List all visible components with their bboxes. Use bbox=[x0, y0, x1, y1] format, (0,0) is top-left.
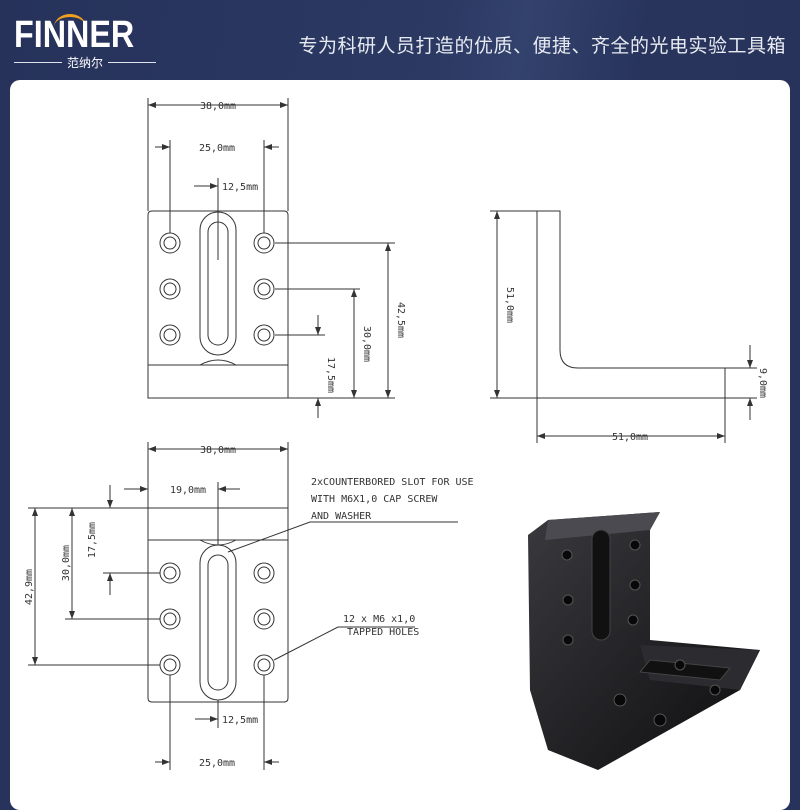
logo-arc-icon bbox=[54, 14, 86, 27]
header-banner: FINNER 范纳尔 专为科研人员打造的优质、便捷、齐全的光电实验工具箱 bbox=[0, 0, 800, 80]
dim-top-h1: 42,5mm bbox=[395, 302, 406, 338]
dim-bottom-h3: 17,5mm bbox=[87, 522, 98, 558]
logo-brand-cn: 范纳尔 bbox=[67, 56, 104, 70]
finner-logo: FINNER 范纳尔 bbox=[14, 14, 157, 71]
dim-top-hole-spacing: 25,0mm bbox=[199, 143, 235, 154]
dim-bottom-hole-spacing: 25,0mm bbox=[199, 758, 235, 769]
note-holes-2: TAPPED HOLES bbox=[347, 627, 419, 638]
dim-side-height: 51,0mm bbox=[504, 287, 515, 323]
dim-bottom-h2: 30,0mm bbox=[61, 545, 72, 581]
note-slot-1: 2xCOUNTERBORED SLOT FOR USE bbox=[311, 477, 474, 488]
dim-top-half: 12,5mm bbox=[222, 182, 258, 193]
note-slot-3: AND WASHER bbox=[311, 511, 372, 522]
dim-top-width: 38,0mm bbox=[200, 101, 236, 112]
dim-top-h3: 17,5mm bbox=[325, 357, 336, 393]
dim-top-h2: 30,0mm bbox=[361, 326, 372, 362]
dimension-labels: 38,0mm 25,0mm 12,5mm 42,5mm 30,0mm 17,5m… bbox=[24, 101, 768, 769]
dim-bottom-h1: 42,9mm bbox=[24, 569, 35, 605]
top-view bbox=[147, 98, 395, 418]
dim-bottom-width: 38,0mm bbox=[200, 445, 236, 456]
dim-side-length: 51,0mm bbox=[612, 432, 648, 443]
bottom-view bbox=[28, 442, 458, 770]
product-photo bbox=[528, 512, 760, 770]
dim-bottom-half: 12,5mm bbox=[222, 715, 258, 726]
note-holes-1: 12 x M6 x1,0 bbox=[343, 614, 415, 625]
logo-brand: FINNER bbox=[14, 14, 135, 56]
dim-bottom-offset: 19,0mm bbox=[170, 485, 206, 496]
side-view bbox=[490, 210, 757, 443]
note-slot-2: WITH M6X1,0 CAP SCREW bbox=[311, 494, 438, 505]
dim-side-thickness: 9,0mm bbox=[757, 368, 768, 398]
slogan: 专为科研人员打造的优质、便捷、齐全的光电实验工具箱 bbox=[298, 36, 786, 57]
